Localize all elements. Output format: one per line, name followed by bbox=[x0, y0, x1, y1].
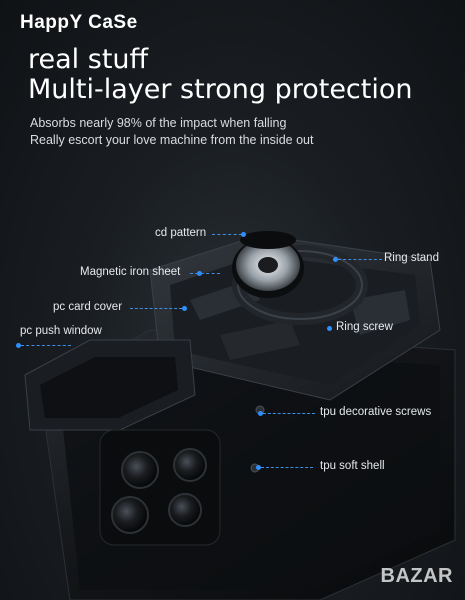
marker-cd-pattern bbox=[241, 232, 246, 237]
brand-title: HappY CaSe bbox=[20, 12, 138, 33]
label-pc-card-cover: pc card cover bbox=[53, 301, 123, 313]
watermark-logo: BAZAR bbox=[380, 565, 453, 587]
marker-tpu-soft-shell bbox=[256, 465, 261, 470]
pc-push-window bbox=[24, 339, 196, 431]
label-ring-screw: Ring screw bbox=[336, 321, 393, 333]
cd-pattern-disc bbox=[232, 231, 304, 298]
marker-tpu-decorative-screws bbox=[258, 411, 263, 416]
leader-pc-push-window bbox=[21, 345, 71, 346]
leader-magnetic-iron-sheet bbox=[190, 273, 220, 274]
leader-tpu-decorative-screws bbox=[263, 413, 315, 414]
marker-ring-stand bbox=[333, 257, 338, 262]
marker-pc-push-window bbox=[16, 343, 21, 348]
label-cd-pattern: cd pattern bbox=[155, 227, 207, 239]
ring-stand bbox=[232, 245, 368, 325]
label-magnetic-iron-sheet: Magnetic iron sheet bbox=[80, 266, 181, 278]
marker-ring-screw bbox=[327, 326, 332, 331]
leader-tpu-soft-shell bbox=[261, 467, 313, 468]
leader-cd-pattern bbox=[212, 234, 242, 235]
camera-module bbox=[99, 429, 221, 546]
headline-real-stuff: real stuff bbox=[28, 44, 149, 75]
leader-pc-card-cover bbox=[130, 308, 182, 309]
label-pc-push-window: pc push window bbox=[20, 325, 102, 337]
label-ring-stand: Ring stand bbox=[384, 252, 439, 264]
marker-pc-card-cover bbox=[182, 306, 187, 311]
subtitle-escort: Really escort your love machine from the… bbox=[30, 133, 314, 147]
headline-protection: Multi-layer strong protection bbox=[28, 74, 413, 105]
leader-ring-stand bbox=[338, 259, 382, 260]
label-tpu-decorative-screws: tpu decorative screws bbox=[320, 406, 432, 418]
subtitle-absorbs: Absorbs nearly 98% of the impact when fa… bbox=[30, 116, 287, 130]
marker-magnetic-iron-sheet bbox=[197, 271, 202, 276]
label-tpu-soft-shell: tpu soft shell bbox=[320, 460, 385, 472]
